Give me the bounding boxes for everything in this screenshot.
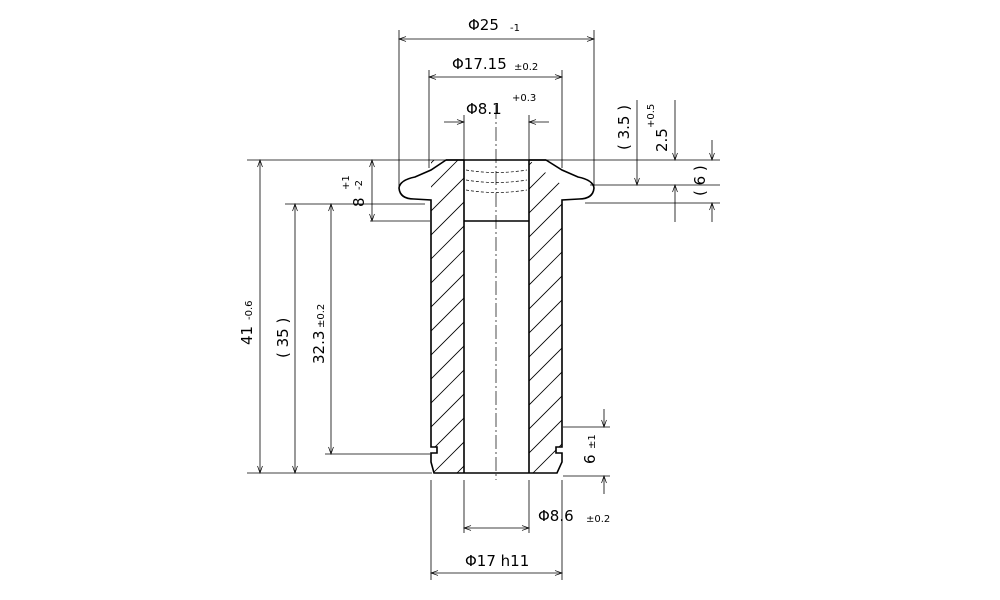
label-l323: 32.3	[310, 331, 328, 364]
hatch-line	[431, 160, 464, 473]
hatch-line	[529, 160, 562, 473]
label-d17: Φ17 h11	[465, 552, 529, 570]
hatch-line	[529, 160, 562, 473]
hatch-line	[431, 160, 464, 473]
label-d25: Φ25	[468, 16, 499, 34]
part-section	[90, 105, 904, 480]
hatch-line	[431, 160, 464, 473]
label-l41-tol: -0.6	[244, 300, 255, 320]
hatch-line	[431, 160, 464, 473]
hatch-line	[431, 160, 464, 473]
label-d86: Φ8.6	[538, 507, 574, 525]
hatch-right-wall	[529, 150, 904, 480]
hatch-line	[529, 160, 562, 473]
label-l6-tol: ±1	[587, 434, 598, 449]
hatch-line	[431, 160, 464, 473]
hatch-line	[431, 160, 445, 473]
label-l8-tol-lower: -2	[354, 180, 365, 190]
label-d1715-tol: ±0.2	[514, 62, 538, 73]
label-l8: 8	[350, 197, 368, 207]
label-l25: 2.5	[653, 128, 671, 152]
label-l323-tol: ±0.2	[316, 304, 327, 328]
part-outline	[398, 159, 595, 474]
hidden-lines	[465, 169, 528, 193]
hatch-line	[529, 160, 562, 473]
label-d81: Φ8.1	[466, 100, 502, 118]
hatch-line	[529, 160, 545, 473]
dimension-lines	[260, 39, 712, 573]
label-l35b: ( 3.5 )	[615, 105, 633, 150]
label-l6p: ( 6 )	[691, 165, 709, 196]
hatch-line	[529, 160, 562, 473]
hatch-line	[474, 150, 804, 480]
hatch-line	[90, 150, 420, 480]
hatch-line	[574, 150, 904, 480]
label-l41: 41	[238, 326, 256, 345]
label-d25-tol: -1	[510, 23, 520, 34]
label-l35: ( 35 )	[274, 318, 292, 358]
dimension-labels: Φ25 -1 Φ17.15 ±0.2 Φ8.1 +0.3 Φ8.6 ±0.2 Φ…	[238, 16, 709, 570]
hatch-line	[529, 160, 562, 473]
label-d1715: Φ17.15	[452, 55, 507, 73]
hatch-line	[549, 160, 562, 473]
hatch-line	[431, 160, 464, 473]
label-l6: 6	[581, 454, 599, 464]
label-l8-tol-upper: +1	[341, 175, 352, 190]
hatch-line	[431, 160, 464, 473]
label-l25-tol: +0.5	[646, 104, 657, 128]
label-d86-tol: ±0.2	[586, 514, 610, 525]
hatch-line	[529, 160, 562, 473]
hatch-line	[431, 160, 464, 473]
hatch-line	[529, 160, 562, 473]
hatch-line	[449, 160, 464, 473]
label-d81-tol: +0.3	[512, 93, 536, 104]
hatch-line	[431, 160, 464, 473]
hatch-line	[529, 160, 562, 473]
hatch-left-wall	[90, 150, 804, 480]
hatch-line	[529, 160, 562, 473]
